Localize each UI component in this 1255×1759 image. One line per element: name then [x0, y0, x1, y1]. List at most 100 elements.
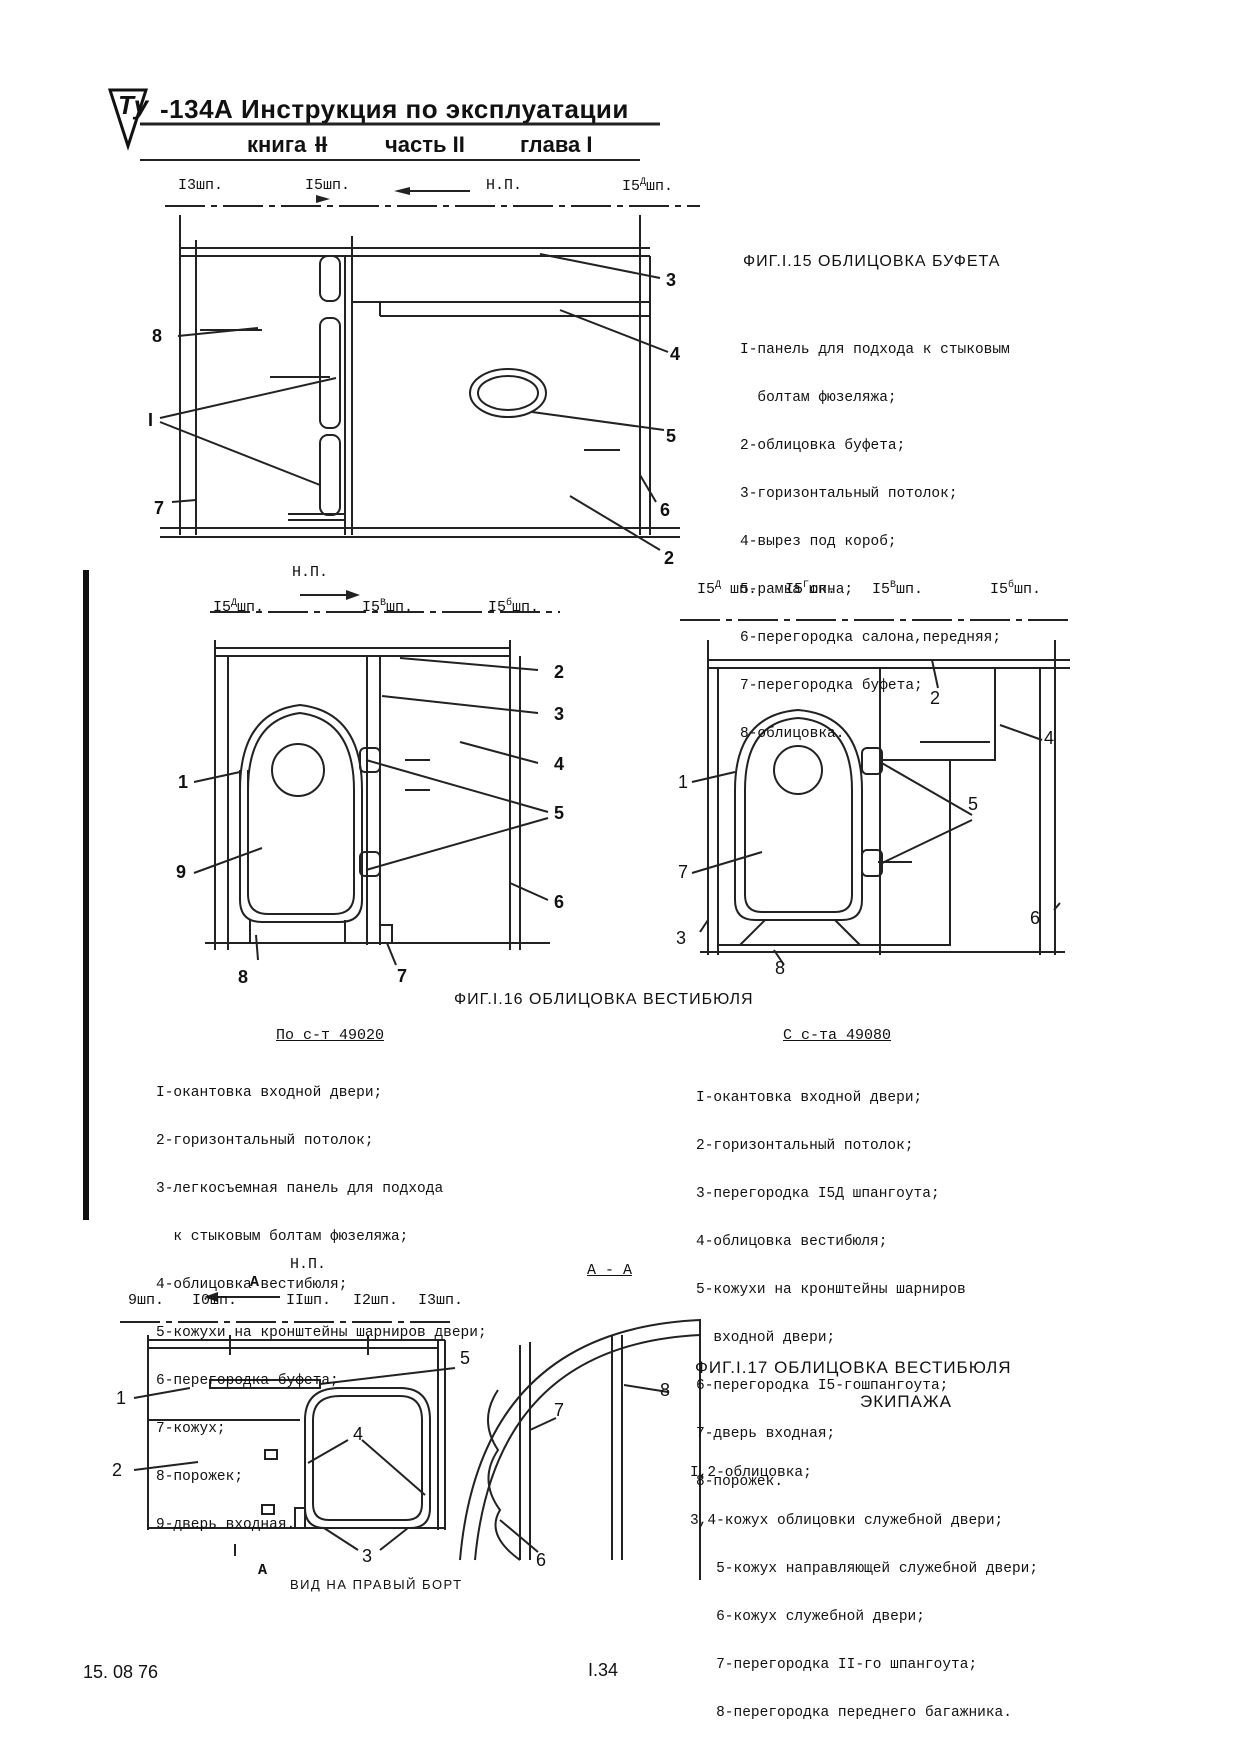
legend-item: 8-порожек.: [696, 1474, 784, 1490]
logo: [108, 88, 148, 150]
book-number: II: [315, 132, 328, 157]
fig15-callout-8: 8: [152, 326, 163, 346]
fig17-caption-line2: ЭКИПАЖА: [860, 1392, 952, 1411]
part-label: часть II: [385, 132, 465, 157]
fig16-left-frame-15v: I5Вшп.: [362, 598, 414, 616]
fig17-frame-12: I2шп.: [353, 1292, 399, 1309]
legend-item: входной двери;: [696, 1330, 836, 1346]
fig16-left-callout-5: 5: [554, 803, 565, 823]
legend-item: 3-легкосъемная панель для подхода: [156, 1181, 444, 1197]
fig15-direction: Н.П.: [486, 177, 523, 194]
fig15-callout-2: 2: [664, 548, 675, 568]
fig16-right-callout-4: 4: [1044, 728, 1055, 748]
legend-item: 5-кожух направляющей служебной двери;: [690, 1561, 1039, 1577]
legend-item: 4-вырез под короб;: [740, 534, 897, 550]
fig17-callout-1: 1: [116, 1388, 127, 1408]
chapter-label: глава I: [520, 132, 593, 157]
fig16-right-callout-3: 3: [676, 928, 687, 948]
fig17-caption-line1: ФИГ.I.17 ОБЛИЦОВКА ВЕСТИБЮЛЯ: [695, 1358, 1012, 1377]
fig16-left-callout-1: 1: [178, 772, 189, 792]
logo-triangle-icon: [108, 88, 148, 150]
legend-item: 6-перегородка буфета;: [156, 1373, 339, 1389]
fig15-callout-4: 4: [670, 344, 681, 364]
fig16-left-callout-3: 3: [554, 704, 565, 724]
fig17-section-mark-bottom: А: [258, 1562, 268, 1579]
fig16-left-callout-9: 9: [176, 862, 187, 882]
legend-item: 5-рамка окна;: [740, 582, 854, 598]
fig16-left-heading: По с-т 49020: [276, 1027, 385, 1044]
fig16-right-heading: С с-та 49080: [783, 1027, 892, 1044]
legend-item: 7-дверь входная;: [696, 1426, 836, 1442]
legend-item: к стыковым болтам фюзеляжа;: [156, 1229, 409, 1245]
legend-item: I,2-облицовка;: [690, 1465, 812, 1481]
legend-item: 3-перегородка I5Д шпангоута;: [696, 1186, 940, 1202]
fig17-view-label: ВИД НА ПРАВЫЙ БОРТ: [290, 1577, 463, 1592]
fig16-left-callout-7: 7: [397, 966, 408, 986]
legend-item: 8-порожек;: [156, 1469, 244, 1485]
fig15-callout-1: I: [148, 410, 154, 430]
legend-item: I-окантовка входной двери;: [156, 1085, 383, 1101]
fig17-callout-2: 2: [112, 1460, 123, 1480]
legend-item: I-панель для подхода к стыковым: [740, 342, 1010, 358]
fig16-left-frame-15b: I5бшп.: [488, 598, 540, 616]
fig17-callout-3: 3: [362, 1546, 373, 1566]
fig16-left-callout-6: 6: [554, 892, 565, 912]
fig16-right-callout-5: 5: [968, 794, 979, 814]
fig17-section-title: А - А: [587, 1262, 633, 1279]
fig15-callout-6: 6: [660, 500, 671, 520]
legend-item: 4-облицовка вестибюля;: [156, 1277, 348, 1293]
book-label: книга: [247, 132, 307, 157]
fig16-left-legend: I-окантовка входной двери; 2-горизонталь…: [156, 1053, 487, 1549]
fig16-left-callout-4: 4: [554, 754, 565, 774]
fig16-right-frame-15g: I5Гшп.: [785, 580, 837, 598]
fig16-right-callout-6: 6: [1030, 908, 1041, 928]
fig17-callout-8: 8: [660, 1380, 671, 1400]
fig16-caption: ФИГ.I.16 ОБЛИЦОВКА ВЕСТИБЮЛЯ: [454, 991, 754, 1008]
fig16-right-callout-1: 1: [678, 772, 689, 792]
fig15-legend: I-панель для подхода к стыковым болтам ф…: [740, 310, 1010, 758]
legend-item: 6-перегородка салона,передняя;: [740, 630, 1002, 646]
legend-item: 3,4-кожух облицовки служебной двери;: [690, 1513, 1004, 1529]
legend-item: 4-облицовка вестибюля;: [696, 1234, 888, 1250]
legend-item: 7-кожух;: [156, 1421, 226, 1437]
fig15-caption: ФИГ.I.15 ОБЛИЦОВКА БУФЕТА: [743, 253, 1001, 270]
legend-item: I-окантовка входной двери;: [696, 1090, 923, 1106]
fig17-section-mark-top: А: [250, 1274, 260, 1291]
fig15-callout-5: 5: [666, 426, 677, 446]
fig16-right-callout-2: 2: [930, 688, 941, 708]
fig17-frame-9: 9шп.: [128, 1292, 165, 1309]
legend-item: 2-облицовка буфета;: [740, 438, 906, 454]
fig17-callout-4: 4: [353, 1424, 364, 1444]
legend-item: болтам фюзеляжа;: [740, 390, 897, 406]
legend-item: 6-кожух служебной двери;: [690, 1609, 925, 1625]
fig16-direction: Н.П.: [292, 564, 329, 581]
page-title: -134А Инструкция по эксплуатации: [160, 94, 629, 124]
legend-item: 5-кожухи на кронштейны шарниров двери;: [156, 1325, 487, 1341]
fig17-frame-11: IIшп.: [286, 1292, 332, 1309]
legend-item: 2-горизонтальный потолок;: [696, 1138, 914, 1154]
legend-item: 7-перегородка II-го шпангоута;: [690, 1657, 978, 1673]
legend-item: 9-дверь входная.: [156, 1517, 296, 1533]
fig16-left-frame-15d: I5Дшп.: [213, 598, 265, 616]
fig16-left-callout-2: 2: [554, 662, 565, 682]
legend-item: 5-кожухи на кронштейны шарниров: [696, 1282, 966, 1298]
legend-item: 6-перегородка I5-гошпангоута;: [696, 1378, 949, 1394]
fig16-left-callout-8: 8: [238, 967, 249, 987]
fig17-frame-13: I3шп.: [418, 1292, 464, 1309]
fig17-callout-5: 5: [460, 1348, 471, 1368]
legend-item: 8-перегородка переднего багажника.: [690, 1705, 1012, 1721]
fig15-callout-7: 7: [154, 498, 165, 518]
fig16-right-legend: I-окантовка входной двери; 2-горизонталь…: [696, 1058, 966, 1506]
fig15-callout-3: 3: [666, 270, 677, 290]
fig17-frame-10: I0шп.: [192, 1292, 238, 1309]
legend-item: 2-горизонтальный потолок;: [156, 1133, 374, 1149]
fig17-callout-7: 7: [554, 1400, 565, 1420]
footer-date: 15. 08 76: [83, 1662, 159, 1682]
legend-item: 3-горизонтальный потолок;: [740, 486, 958, 502]
fig16-right-frame-15v: I5Вшп.: [872, 580, 924, 598]
fig16-right-frame-15d: I5Д шп.: [697, 580, 758, 598]
fig17-legend: I,2-облицовка; 3,4-кожух облицовки служе…: [690, 1433, 1038, 1737]
legend-item: 8-облицовка.: [740, 726, 845, 742]
fig15-frame-13: I3шп.: [178, 177, 224, 194]
